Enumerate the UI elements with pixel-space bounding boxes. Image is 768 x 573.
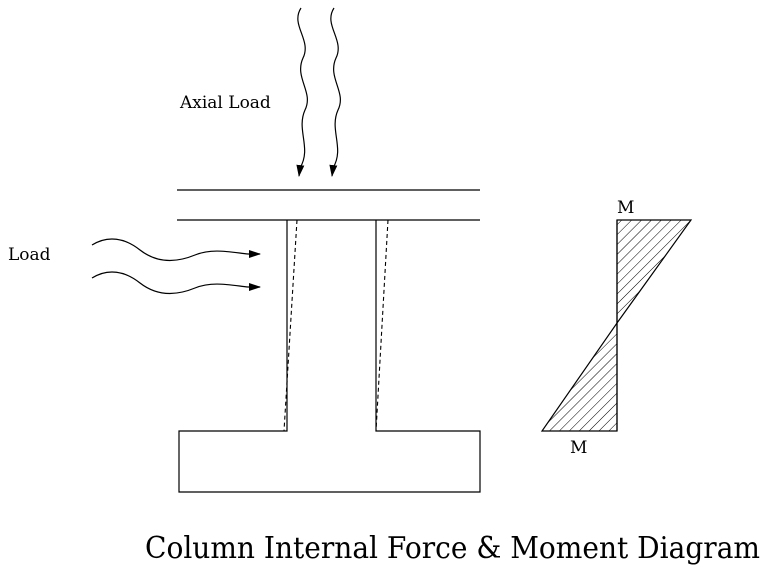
moment-area-bottom: [540, 321, 618, 432]
axial-load-arrow-left: [296, 7, 308, 177]
lateral-load-arrow-lower: [91, 271, 261, 294]
moment-area-top: [616, 219, 693, 325]
lateral-load-arrow-upper: [91, 238, 261, 261]
load-label: Load: [8, 245, 51, 265]
deflected-shape: [283, 219, 389, 432]
deflected-right-edge: [375, 219, 389, 432]
axial-load-arrows: [296, 7, 341, 177]
deflected-left-edge: [283, 219, 298, 432]
axial-load-arrow-right: [329, 7, 341, 177]
column-footing-outline: [178, 220, 481, 493]
diagram-caption: Column Internal Force & Moment Diagram: [145, 531, 760, 566]
moment-diagram: [540, 219, 693, 432]
moment-label-bottom: M: [570, 438, 587, 458]
moment-label-top: M: [617, 198, 634, 218]
lateral-load-arrows: [91, 238, 261, 294]
axial-load-label: Axial Load: [179, 93, 271, 113]
